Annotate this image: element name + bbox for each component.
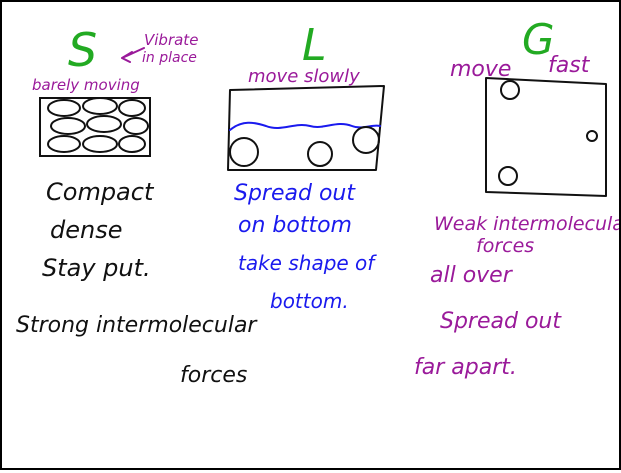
solid-particle (48, 136, 80, 152)
gas-section: G move fast Weak intermolecular forces a… (414, 15, 619, 380)
gas-trait: Spread out (440, 309, 562, 334)
liquid-particle (353, 127, 379, 153)
gas-container (486, 78, 606, 196)
liquid-trait: on bottom (238, 213, 352, 238)
liquid-heading: L (302, 20, 327, 71)
solid-trait: Stay put. (42, 254, 151, 282)
solid-heading: S (68, 23, 97, 77)
drawing-canvas: S Vibrate in place barely moving Compact… (2, 2, 619, 468)
solid-particle (119, 100, 145, 116)
gas-particle (587, 131, 597, 141)
gas-motion: fast (548, 53, 591, 78)
gas-trait: Weak intermolecular (434, 213, 619, 235)
gas-trait: all over (430, 263, 514, 288)
gas-particle (501, 81, 519, 99)
solid-particle (83, 98, 117, 114)
solid-forces: forces (180, 363, 247, 388)
arrow-icon (122, 48, 144, 62)
solid-note-top: Vibrate (144, 31, 198, 49)
solid-particle (83, 136, 117, 152)
solid-particle (48, 100, 80, 116)
solid-trait: dense (50, 216, 122, 244)
liquid-section: L move slowly Spread out on bottom take … (228, 20, 384, 313)
liquid-motion: move slowly (248, 66, 360, 87)
solid-particle (119, 136, 145, 152)
liquid-trait: Spread out (234, 181, 356, 206)
solid-particle (51, 118, 85, 134)
solid-container (40, 98, 150, 156)
solid-particle (87, 116, 121, 132)
liquid-trait: take shape of (238, 251, 377, 275)
liquid-trait: bottom. (270, 289, 349, 313)
liquid-particle (308, 142, 332, 166)
gas-trait: far apart. (414, 355, 517, 380)
solid-section: S Vibrate in place barely moving Compact… (16, 23, 258, 388)
solid-motion: barely moving (32, 76, 140, 94)
solid-particle (124, 118, 148, 134)
liquid-particle (230, 138, 258, 166)
gas-trait: forces (476, 235, 534, 257)
solid-box (40, 98, 150, 156)
gas-particle (499, 167, 517, 185)
liquid-container (228, 86, 384, 170)
solid-note-bottom: in place (142, 50, 197, 66)
solid-trait: Compact (46, 178, 155, 206)
solid-forces: Strong intermolecular (16, 313, 258, 338)
